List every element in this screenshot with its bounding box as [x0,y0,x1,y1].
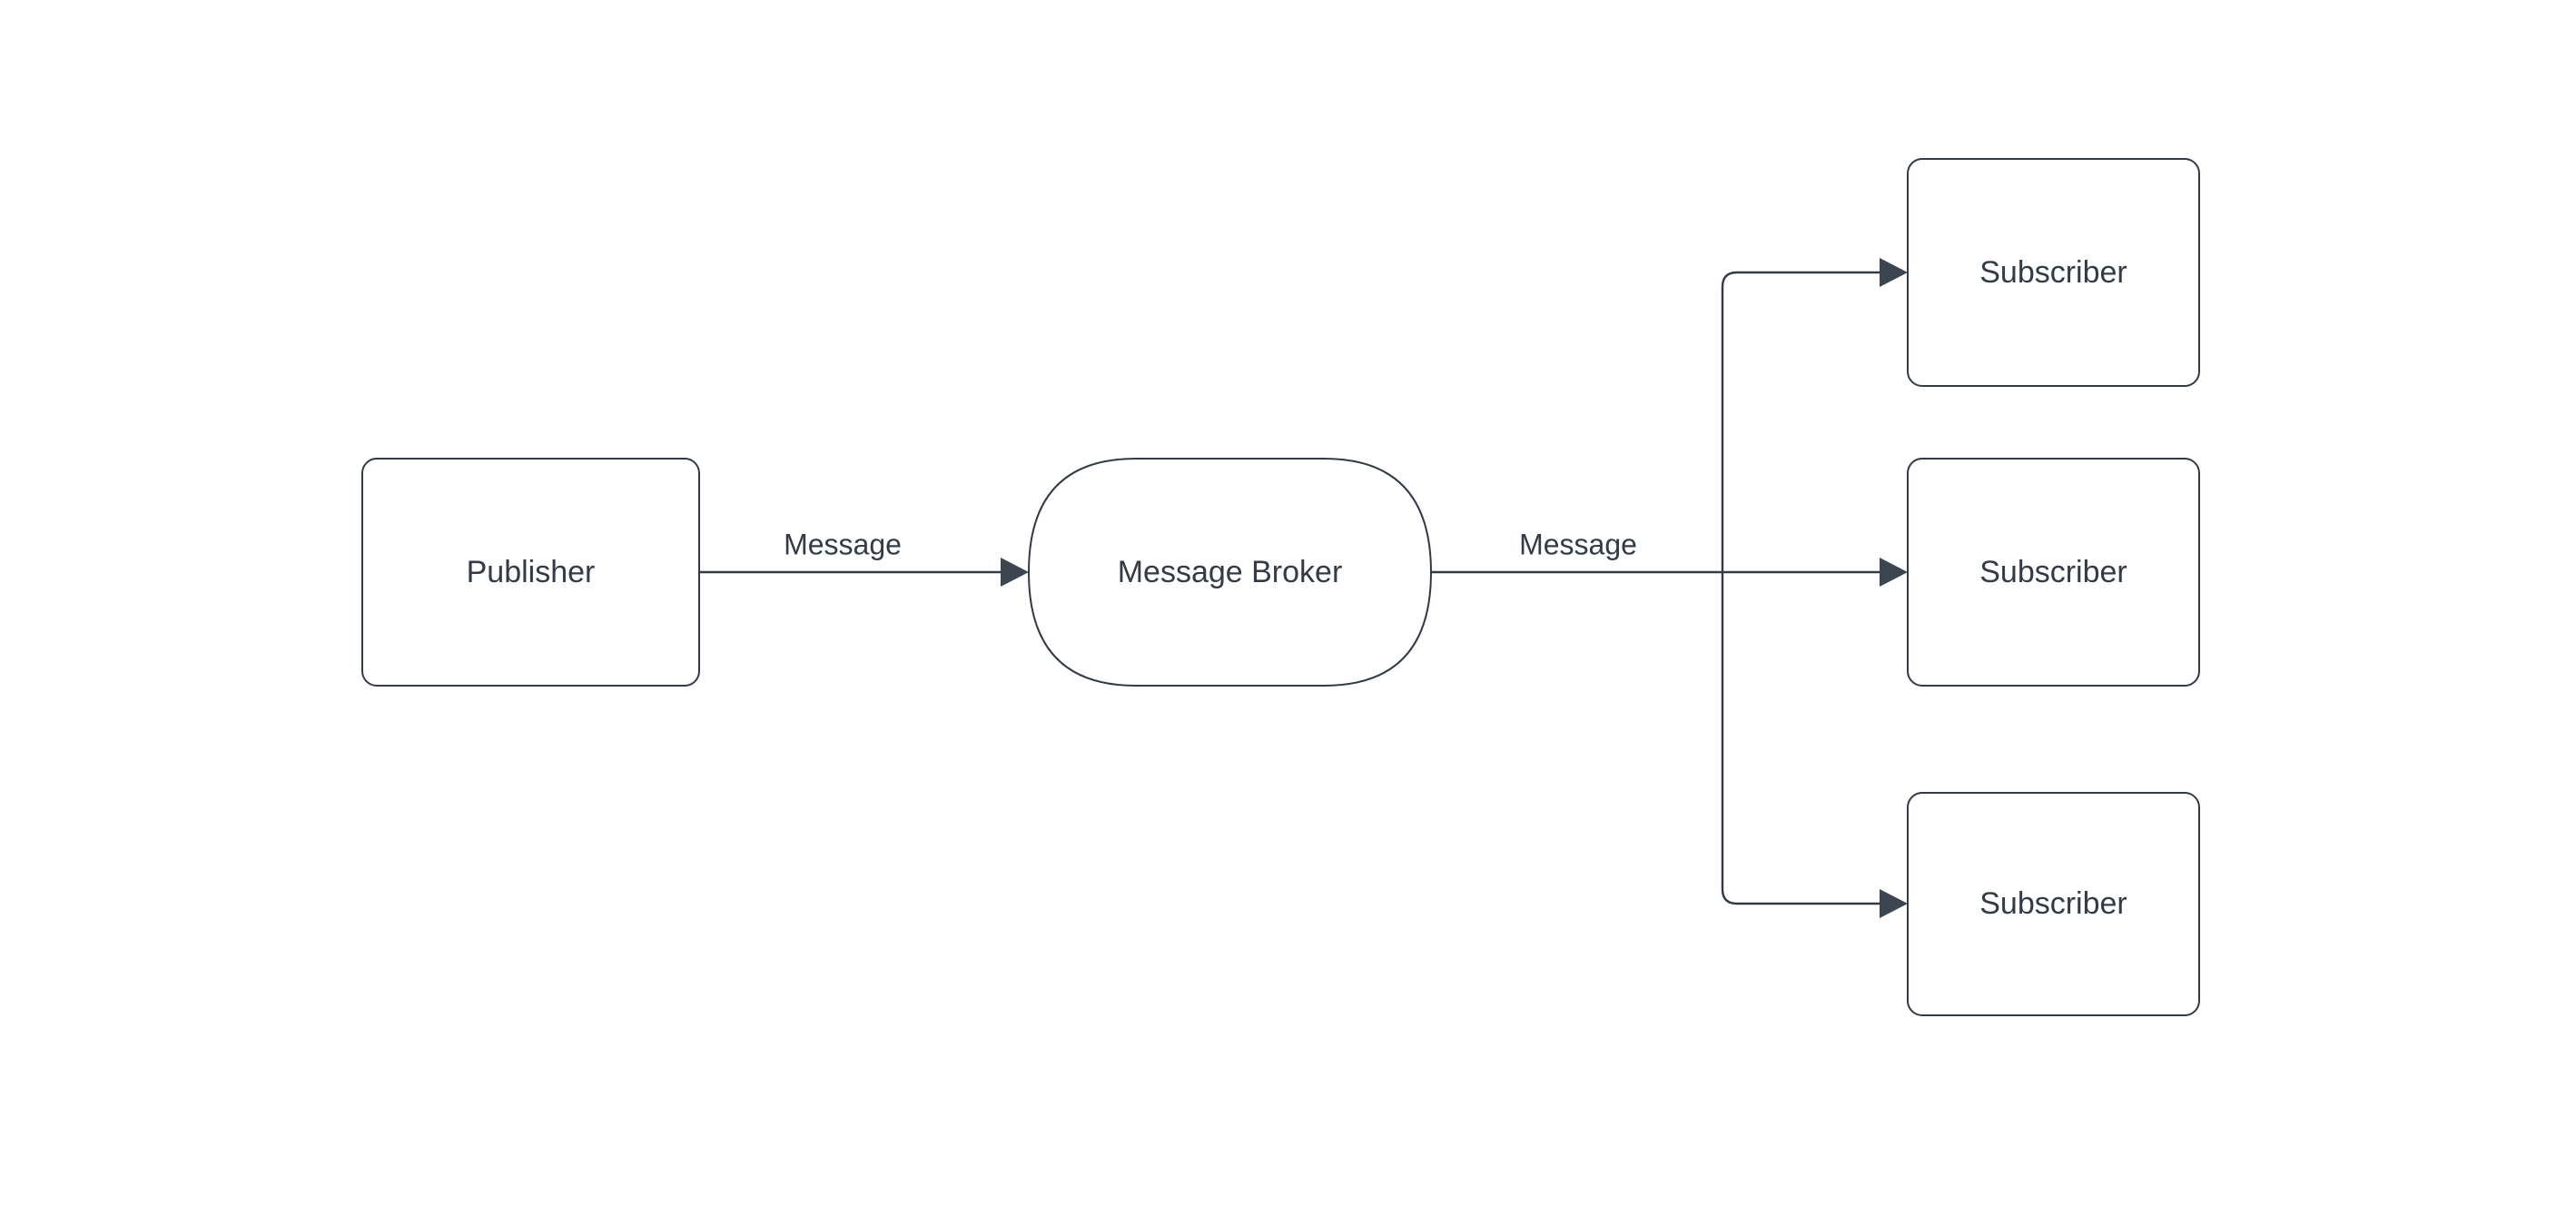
arrowhead-icon-to-broker [1001,558,1029,587]
node-subscriber-3[interactable]: Subscriber [1907,792,2200,1016]
edge-line-branch-top [1721,271,1881,572]
subscriber-2-box [1907,458,2200,687]
edge-label-message-1: Message [784,528,902,560]
edge-broker-to-subscriber-2[interactable] [1722,558,1908,587]
subscriber-3-box [1907,792,2200,1016]
edge-broker-to-subscriber-1[interactable] [1721,258,1908,572]
subscriber-2-label: Subscriber [1979,555,2127,589]
publisher-box [361,458,700,687]
edge-label-message-2: Message [1519,528,1637,560]
node-subscriber-2[interactable]: Subscriber [1907,458,2200,687]
edge-label-publisher-broker: Message [784,528,902,560]
subscriber-3-label: Subscriber [1979,886,2127,921]
edge-broker-to-subscriber-3[interactable] [1721,572,1908,918]
edge-line-branch-bottom [1721,572,1881,905]
edge-publisher-to-broker[interactable] [699,558,1029,587]
subscriber-1-label: Subscriber [1979,255,2127,290]
subscriber-1-box [1907,158,2200,387]
arrowhead-icon-subscriber-2 [1880,558,1908,587]
arrowhead-icon-subscriber-1 [1880,258,1908,287]
publisher-label: Publisher [467,555,596,589]
message-broker-label: Message Broker [1118,555,1343,589]
edge-label-broker-subscribers: Message [1519,528,1637,560]
message-broker-box [1027,458,1433,687]
node-message-broker[interactable]: Message Broker [1027,458,1433,687]
node-publisher[interactable]: Publisher [361,458,700,687]
arrowhead-icon-subscriber-3 [1880,889,1908,918]
node-subscriber-1[interactable]: Subscriber [1907,158,2200,387]
